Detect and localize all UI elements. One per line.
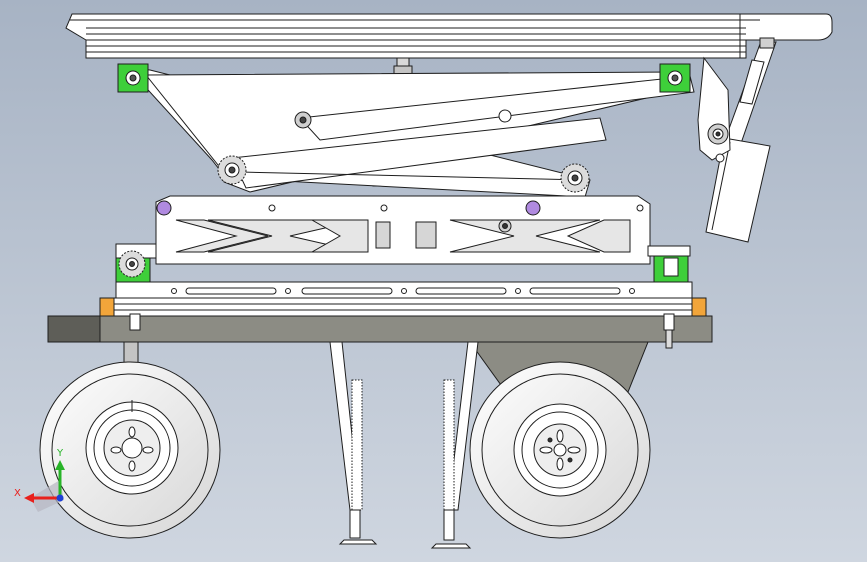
top-right-bracket [659, 63, 691, 93]
x-axis-arrow [24, 493, 34, 503]
top-platform[interactable] [65, 13, 833, 59]
z-axis-origin [56, 494, 64, 502]
x-axis-label: X [14, 488, 21, 499]
bottom-right-bracket [647, 245, 691, 285]
arm-pivot-bolt [294, 109, 512, 129]
roller-left [217, 155, 247, 185]
gas-strut[interactable] [697, 37, 777, 243]
support-leg-left [329, 341, 378, 545]
wheel-left[interactable] [39, 361, 221, 539]
wheel-right[interactable] [469, 361, 651, 539]
slotted-rail [115, 281, 693, 301]
top-left-bracket [117, 63, 149, 93]
triad-plane [30, 480, 64, 512]
base-extrusion [99, 297, 707, 317]
bottom-left-roller [118, 250, 146, 278]
roller-right [560, 163, 590, 193]
y-axis-label: Y [56, 448, 64, 459]
support-leg-right [430, 341, 479, 549]
scissor-arms[interactable] [126, 67, 695, 198]
orientation-triad: X Y [14, 448, 65, 512]
slider-pin-right [525, 200, 541, 216]
y-axis-arrow [55, 460, 65, 470]
lower-frame-plate[interactable] [155, 195, 651, 265]
slider-pin-left [156, 200, 172, 216]
